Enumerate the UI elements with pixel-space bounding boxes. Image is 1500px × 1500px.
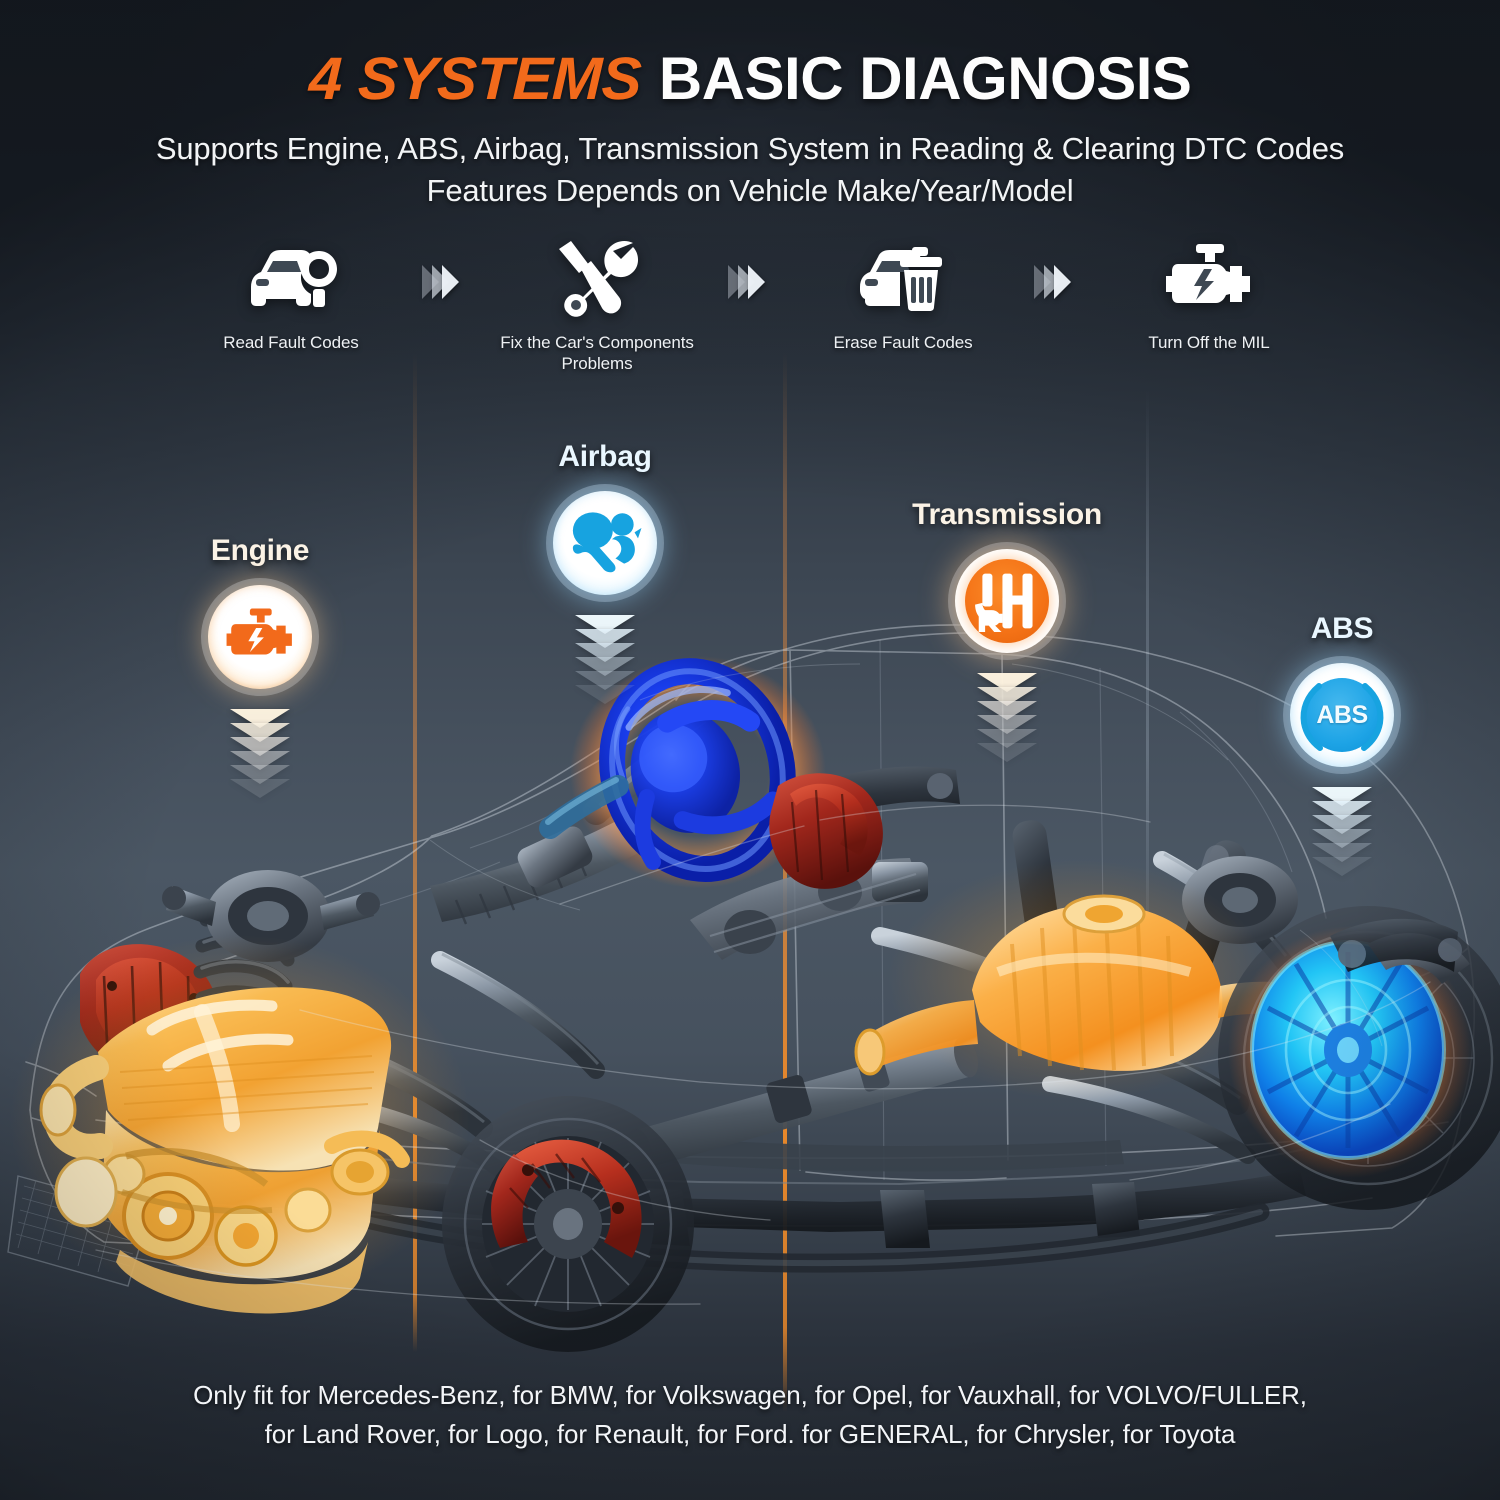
brake-disc-arcs bbox=[1300, 683, 1384, 751]
airbag-badge bbox=[546, 484, 664, 602]
process-flow: Read Fault Codes Fix th bbox=[0, 236, 1500, 375]
transmission-badge bbox=[948, 542, 1066, 660]
system-callout-abs: ABS ABS bbox=[1222, 612, 1462, 876]
divider-line-transmission-abs bbox=[1146, 390, 1149, 990]
abs-badge: ABS bbox=[1283, 656, 1401, 774]
engine-badge bbox=[201, 578, 319, 696]
subtitle-line-1: Supports Engine, ABS, Airbag, Transmissi… bbox=[155, 131, 1345, 167]
footer-line-1: Only fit for Mercedes-Benz, for BMW, for… bbox=[193, 1380, 1307, 1410]
flow-step-read-fault-codes: Read Fault Codes bbox=[193, 236, 389, 353]
flow-step-label: Turn Off the MIL bbox=[1148, 333, 1270, 352]
flow-step-label: Erase Fault Codes bbox=[833, 333, 973, 352]
divider-line-engine-airbag bbox=[413, 352, 417, 1352]
system-callout-airbag: Airbag bbox=[485, 440, 725, 704]
flow-step-erase-fault-codes: Erase Fault Codes bbox=[805, 236, 1001, 353]
check-engine-icon bbox=[224, 607, 296, 668]
abs-pointer-chevrons bbox=[1311, 787, 1373, 876]
system-label-transmission: Transmission bbox=[912, 498, 1102, 531]
airbag-occupant-icon bbox=[568, 508, 642, 579]
system-callout-transmission: Transmission bbox=[885, 498, 1129, 762]
double-chevron-right-icon bbox=[1001, 240, 1111, 324]
check-engine-icon bbox=[1111, 236, 1307, 320]
system-label-airbag: Airbag bbox=[558, 440, 652, 473]
gear-shift-pattern-icon bbox=[965, 559, 1049, 643]
page-title-accent: 4 SYSTEMS bbox=[307, 45, 643, 112]
engine-pointer-chevrons bbox=[229, 709, 291, 798]
system-callout-engine: Engine bbox=[140, 534, 380, 798]
flow-step-fix-components: Fix the Car's Components Problems bbox=[499, 236, 695, 375]
flow-step-turn-off-mil: Turn Off the MIL bbox=[1111, 236, 1307, 353]
airbag-pointer-chevrons bbox=[574, 615, 636, 704]
system-label-engine: Engine bbox=[210, 534, 310, 567]
divider-line-airbag-transmission bbox=[783, 352, 787, 1412]
transmission-pointer-chevrons bbox=[976, 673, 1038, 762]
double-chevron-right-icon bbox=[389, 240, 499, 324]
car-trash-icon bbox=[805, 236, 1001, 320]
flow-step-label: Fix the Car's Components Problems bbox=[500, 333, 694, 374]
system-label-abs: ABS bbox=[1310, 612, 1374, 645]
car-magnifier-icon bbox=[193, 236, 389, 320]
page-title-main: BASIC DIAGNOSIS bbox=[658, 45, 1192, 112]
double-chevron-right-icon bbox=[695, 240, 805, 324]
wrench-screwdriver-icon bbox=[499, 236, 695, 320]
footer-line-2: for Land Rover, for Logo, for Renault, f… bbox=[264, 1419, 1236, 1449]
flow-step-label: Read Fault Codes bbox=[223, 333, 359, 352]
subtitle-line-2: Features Depends on Vehicle Make/Year/Mo… bbox=[426, 172, 1074, 208]
footer-compatibility: Only fit for Mercedes-Benz, for BMW, for… bbox=[0, 1376, 1500, 1454]
